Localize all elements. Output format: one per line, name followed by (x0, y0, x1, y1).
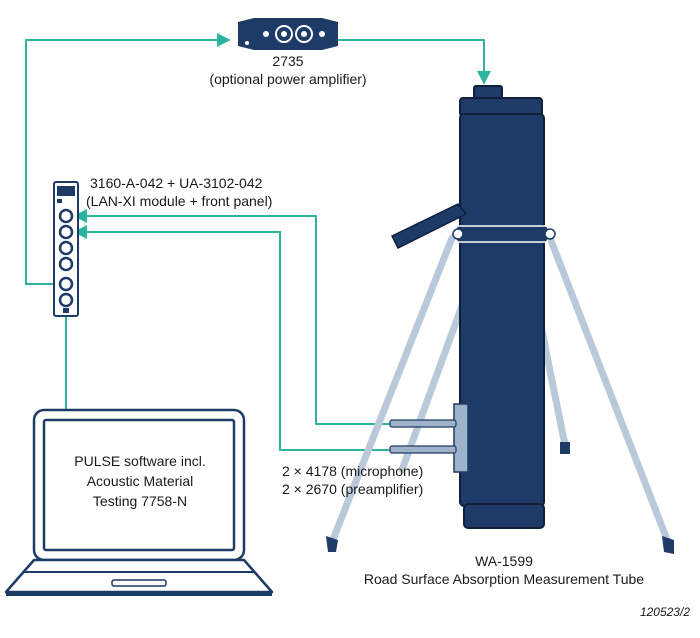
lanxi-connector (58, 208, 74, 224)
wire-lanxi-to-amplifier (25, 33, 231, 285)
amplifier-model-label: 2735 (272, 53, 303, 69)
measurement-tube (390, 85, 556, 529)
tube-handle (390, 203, 468, 250)
microphone-label: 2 × 4178 (microphone) (282, 463, 423, 479)
wire-mic1-to-lanxi (73, 209, 390, 425)
laptop (4, 408, 274, 596)
figure-id-label: 120523/2 (640, 605, 690, 619)
preamplifier-label: 2 × 2670 (preamplifier) (282, 481, 423, 497)
microphones (389, 403, 474, 473)
lanxi-module (53, 181, 79, 317)
lanxi-description-label: (LAN-XI module + front panel) (86, 193, 272, 209)
laptop-text-line3: Testing 7758-N (93, 493, 187, 509)
amplifier-description-label: (optional power amplifier) (209, 71, 366, 87)
wire-mic2-to-lanxi (73, 225, 390, 451)
laptop-text-line1: PULSE software incl. (74, 453, 206, 469)
power-amplifier (238, 18, 338, 50)
wire-amplifier-to-tube (332, 39, 491, 85)
lanxi-model-label: 3160-A-042 + UA-3102-042 (90, 175, 263, 191)
tube-model-label: WA-1599 (475, 553, 533, 569)
laptop-text-line2: Acoustic Material (87, 473, 194, 489)
tube-description-label: Road Surface Absorption Measurement Tube (364, 571, 644, 587)
